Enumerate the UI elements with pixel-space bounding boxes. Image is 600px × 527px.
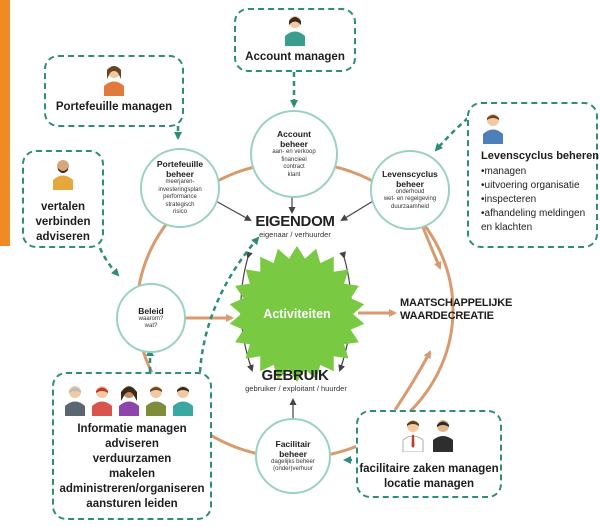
person-icon xyxy=(119,386,139,416)
gebruik-subtitle: gebruiker / exploitant / huurder xyxy=(245,384,347,393)
person-icon xyxy=(146,386,166,416)
portefeuille-managen-label: Portefeuille managen xyxy=(55,101,173,113)
accent-strip xyxy=(0,0,10,246)
person-icon xyxy=(104,66,124,96)
dashed-arrow-levenscyclus xyxy=(434,117,469,152)
person-icon xyxy=(285,16,305,46)
person-icon xyxy=(483,114,503,144)
dashed-arrow-vertalen xyxy=(98,247,120,277)
activiteiten-label: Activiteiten xyxy=(263,307,330,321)
person-icon xyxy=(65,386,85,416)
informatie-managen-label: Informatie managen adviseren verduurzame… xyxy=(59,423,205,510)
person-icon xyxy=(402,420,424,452)
person-icon xyxy=(92,386,112,416)
levenscyclus-beheer-circle: Levenscyclus beheer onderhoud wet- en re… xyxy=(370,150,450,230)
facilitaire-zaken-box xyxy=(356,410,502,498)
arrow-facilitair-maatschappelijk xyxy=(393,350,432,411)
arrow-portefeuille-eigendom xyxy=(213,199,252,221)
account-beheer-circle: Account beheer aan- en verkoop financiee… xyxy=(250,110,338,198)
eigendom-title: EIGENDOM xyxy=(255,213,335,230)
vertalen-label: vertalen verbinden adviseren xyxy=(35,201,91,243)
facilitaire-zaken-label: facilitaire zaken managen locatie manage… xyxy=(359,463,499,490)
beleid-circle: Beleid waarom? wat? xyxy=(116,283,186,353)
vertalen-box xyxy=(22,150,104,248)
maatschappelijke-waardecreatie: MAATSCHAPPELIJKE WAARDECREATIE xyxy=(400,297,513,322)
levenscyclus-beheren-title: Levenscyclus beheren xyxy=(481,150,600,162)
eigendom-subtitle: eigenaar / verhuurder xyxy=(259,230,331,239)
levenscyclus-beheren-list: •managen •uitvoering organisatie •inspec… xyxy=(481,166,586,233)
facilitair-beheer-circle: Facilitair beheer dagelijks beheer (onde… xyxy=(255,418,331,494)
portefeuille-beheer-circle: Portefeuille beheer meerjaren- investeri… xyxy=(140,148,220,228)
person-icon xyxy=(53,160,73,190)
person-icon xyxy=(433,420,453,452)
dashed-arrow-informatie xyxy=(198,236,260,373)
activiteiten-burst: Activiteiten xyxy=(229,246,365,382)
person-icon xyxy=(173,386,193,416)
gebruik-title: GEBRUIK xyxy=(261,367,329,384)
account-managen-label: Account managen xyxy=(245,51,345,63)
levenscyclus-beheren-box xyxy=(467,102,598,248)
